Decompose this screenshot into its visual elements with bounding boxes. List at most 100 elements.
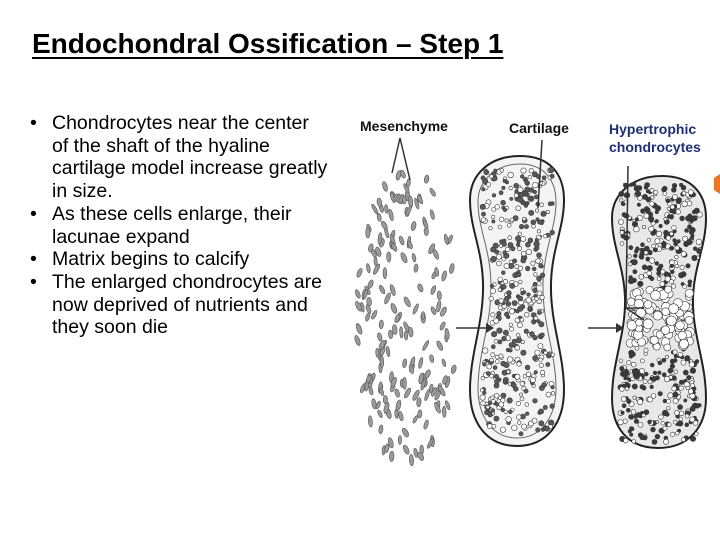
cartilage-cell — [483, 169, 490, 176]
chondrocyte-cell — [689, 367, 697, 374]
cartilage-cell — [499, 168, 504, 173]
chondrocyte-cell — [670, 269, 675, 275]
mesenchyme-cell — [402, 427, 409, 438]
mesenchyme-cell — [450, 364, 457, 374]
chondrocyte-cell — [671, 187, 677, 193]
chondrocyte-cell — [694, 403, 700, 409]
mesenchyme-cell — [365, 374, 372, 384]
chondrocyte-cell — [641, 413, 646, 418]
chondrocyte-cell — [666, 422, 672, 428]
chondrocyte-cell — [649, 384, 654, 390]
cartilage-cell — [502, 329, 509, 336]
mesenchyme-cell — [376, 197, 383, 208]
cartilage-cell — [487, 412, 493, 418]
cartilage-cell — [509, 326, 515, 332]
mesenchyme-cell — [378, 340, 386, 350]
mesenchyme-cell — [423, 174, 430, 184]
chondrocyte-cell — [650, 362, 655, 368]
cartilage-cell — [531, 417, 538, 424]
chondrocyte-cell — [619, 386, 625, 392]
mesenchyme-cell — [394, 388, 400, 398]
chondrocyte-cell — [674, 409, 680, 416]
cartilage-cell — [489, 288, 496, 295]
chondrocyte-cell — [639, 247, 645, 253]
chondrocyte-cell — [678, 379, 684, 385]
hypertrophic-cell — [668, 303, 679, 314]
cartilage-cell — [517, 246, 523, 251]
cartilage-cell — [520, 349, 527, 356]
mesenchyme-cell — [379, 355, 385, 368]
chondrocyte-cell — [693, 246, 698, 251]
mesenchyme-cell — [427, 437, 434, 449]
chondrocyte-cell — [644, 371, 649, 377]
mesenchyme-cell — [441, 358, 447, 367]
chondrocyte-cell — [658, 224, 663, 229]
cartilage-cell — [491, 193, 497, 198]
chondrocyte-cell — [635, 246, 640, 251]
cartilage-cell — [511, 300, 518, 306]
mesenchyme-cell — [388, 329, 394, 339]
chondrocyte-cell — [657, 391, 663, 397]
cartilage-cell — [520, 167, 527, 174]
cartilage-cell — [538, 408, 544, 415]
cartilage-cell — [497, 224, 503, 230]
chondrocyte-cell — [647, 419, 652, 425]
chondrocyte-cell — [671, 225, 677, 231]
chondrocyte-cell — [673, 369, 679, 374]
cartilage-cell — [524, 186, 531, 193]
hypertrophic-cell — [660, 325, 671, 335]
mesenchyme-cell — [368, 415, 373, 428]
cartilage-cell — [531, 171, 538, 178]
chondrocyte-cell — [654, 210, 659, 215]
mesenchyme-cell — [409, 454, 414, 467]
chondrocyte-cell — [667, 367, 674, 374]
bullet-item: As these cells enlarge, their lacunae ex… — [30, 203, 330, 248]
chondrocyte-cell — [655, 230, 663, 238]
cartilage-cell — [488, 226, 493, 231]
mesenchyme-cell — [384, 292, 391, 305]
mesenchyme-cell — [377, 232, 383, 245]
cartilage-cell — [518, 265, 524, 271]
chondrocyte-cell — [646, 265, 653, 272]
label-hypertrophic-line2: chondrocytes — [609, 139, 701, 155]
chondrocyte-cell — [631, 259, 638, 266]
chondrocyte-cell — [665, 235, 672, 241]
cartilage-cell — [508, 409, 513, 414]
mesenchyme-cell — [414, 197, 420, 210]
cartilage-cell — [489, 357, 494, 363]
cartilage-cell — [543, 234, 548, 239]
cartilage-cell — [525, 411, 530, 416]
chondrocyte-cell — [691, 255, 698, 262]
chondrocyte-cell — [647, 274, 653, 280]
chondrocyte-cell — [631, 221, 638, 228]
chondrocyte-cell — [619, 241, 625, 246]
cartilage-cell — [515, 235, 521, 242]
mesenchyme-cell — [382, 267, 388, 279]
cartilage-cell — [527, 196, 532, 201]
ossification-figure: Mesenchyme Cartilage Hypertrophic chondr… — [352, 108, 720, 476]
chondrocyte-cell — [640, 358, 645, 364]
cartilage-cell — [520, 257, 527, 264]
cartilage-cell — [493, 415, 500, 422]
mesenchyme-cell — [368, 243, 374, 253]
cartilage-cell — [506, 397, 513, 404]
cartilage-cell — [538, 420, 545, 427]
cartilage-cell — [499, 216, 505, 222]
chondrocyte-cell — [647, 379, 653, 385]
mesenchyme-cell — [378, 285, 386, 295]
chondrocyte-cell — [633, 226, 640, 233]
mesenchyme-cell — [413, 447, 419, 458]
cartilage-cell — [503, 279, 509, 285]
chondrocyte-cell — [623, 234, 629, 241]
cartilage-cell — [486, 371, 491, 376]
chondrocyte-cell — [629, 426, 634, 431]
chondrocyte-cell — [685, 385, 690, 391]
cartilage-cell — [539, 295, 545, 301]
cartilage-cell — [532, 287, 538, 293]
cartilage-cell — [488, 296, 494, 302]
chondrocyte-cell — [684, 422, 689, 427]
chondrocyte-cell — [683, 398, 688, 403]
cartilage-cell — [508, 342, 515, 348]
cartilage-cell — [539, 332, 545, 338]
mesenchyme-cell — [442, 375, 448, 385]
